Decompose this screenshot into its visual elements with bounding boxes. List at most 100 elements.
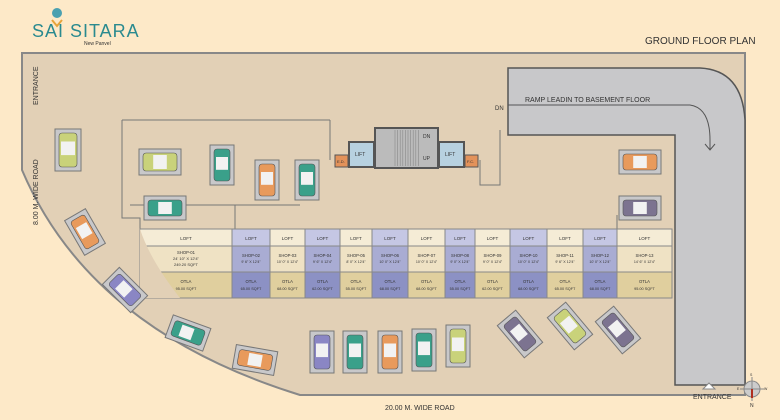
parking-bay — [209, 144, 235, 186]
parking-bay — [294, 159, 320, 201]
otla-area: 95.00 SQFT — [634, 287, 655, 291]
road-bottom-label: 20.00 M. WIDE ROAD — [385, 405, 455, 412]
otla — [371, 271, 409, 299]
fire-control — [464, 154, 479, 168]
otla — [304, 271, 341, 299]
shop-floor — [339, 245, 373, 273]
parking-bay — [618, 195, 662, 221]
parking-bay — [342, 330, 368, 374]
shop-size: 9' 0" X 12'4" — [483, 260, 503, 264]
entrance-arrow-icon — [701, 382, 717, 390]
otla-label: OTLA — [246, 279, 257, 284]
fc-label: F.C. — [467, 159, 474, 164]
shop-floor — [616, 245, 673, 273]
otla — [339, 271, 373, 299]
loft-label: LOFT — [523, 236, 535, 241]
ramp-arrow — [508, 104, 716, 151]
shop-name: SHOP-05 — [347, 253, 366, 258]
ramp — [507, 67, 746, 386]
shop-size: 10' 0" X 12'4" — [379, 260, 401, 264]
parking-bay — [377, 330, 403, 374]
loft-label: LOFT — [384, 236, 396, 241]
parking-bay — [618, 149, 662, 175]
shop-size: 10' 0" X 12'4" — [589, 260, 611, 264]
parking-bay — [309, 330, 335, 374]
star-icon — [51, 19, 63, 28]
shop-name: SHOP-12 — [591, 253, 610, 258]
compass-e: E — [737, 387, 740, 391]
shop-floor — [371, 245, 409, 273]
otla-label: OTLA — [181, 279, 192, 284]
shop-9: LOFT SHOP-09 9' 0" X 12'4" OTLA 62.00 SQFT — [474, 228, 511, 299]
otla-area: 68.00 SQFT — [518, 287, 539, 291]
stair-dn-label: DN — [423, 134, 431, 140]
otla-area: 65.00 SQFT — [555, 287, 576, 291]
otla-area: 68.00 SQFT — [380, 287, 401, 291]
loft-label: LOFT — [594, 236, 606, 241]
parking-bay — [254, 159, 280, 201]
loft-label: LOFT — [180, 236, 192, 241]
shop-name: SHOP-10 — [520, 253, 539, 258]
plan-title: GROUND FLOOR PLAN — [645, 36, 756, 47]
parking-bay — [138, 148, 182, 176]
otla-label: OTLA — [487, 279, 498, 284]
shop-size: 10' 0" X 12'4" — [518, 260, 540, 264]
otla — [474, 271, 511, 299]
otla-area: 62.00 SQFT — [482, 287, 503, 291]
shop-floor — [509, 245, 548, 273]
loft-label: LOFT — [245, 236, 257, 241]
shop-area: 249.20 SQFT — [174, 262, 199, 267]
shop-name: SHOP-03 — [279, 253, 298, 258]
otla — [444, 271, 476, 299]
shop-name: SHOP-02 — [242, 253, 261, 258]
globe-icon — [52, 8, 62, 18]
loft-label: LOFT — [487, 236, 499, 241]
shop-name: SHOP-09 — [484, 253, 503, 258]
parking — [54, 128, 662, 377]
otla-area: 65.00 SQFT — [241, 287, 262, 291]
otla-area: 68.00 SQFT — [590, 287, 611, 291]
lift-right — [438, 141, 465, 168]
shop-size: 9' 0" X 12'4" — [450, 260, 470, 264]
otla-area: 55.00 SQFT — [450, 287, 471, 291]
shop-size: 9' 6" X 12'4" — [313, 260, 333, 264]
compass-n: N — [750, 403, 754, 409]
loft-label: LOFT — [639, 236, 651, 241]
otla-label: OTLA — [639, 279, 650, 284]
otla-area: 95.00 SQFT — [176, 287, 197, 291]
shop-name: SHOP-08 — [451, 253, 470, 258]
loft-label: LOFT — [454, 236, 466, 241]
shop-floor — [231, 245, 271, 273]
otla — [407, 271, 446, 299]
shop-floor — [269, 245, 306, 273]
shop-name: SHOP-07 — [418, 253, 437, 258]
shop-size: 10' 0" X 12'4" — [277, 260, 299, 264]
otla-label: OTLA — [595, 279, 606, 284]
otla-area: 62.00 SQFT — [312, 287, 333, 291]
shop-size: 10' 0" X 12'4" — [416, 260, 438, 264]
parking-bay — [231, 343, 279, 377]
parking-bay — [143, 195, 187, 221]
otla-label: OTLA — [282, 279, 293, 284]
lift-left-label: LIFT — [355, 152, 365, 158]
lift-right-label: LIFT — [445, 152, 455, 158]
stair-up-label: UP — [423, 156, 431, 162]
otla — [231, 271, 271, 299]
otla-label: OTLA — [560, 279, 571, 284]
compass-icon: S E W N — [737, 373, 768, 409]
shop-floor — [582, 245, 618, 273]
loft-label: LOFT — [282, 236, 294, 241]
shop-floor — [546, 245, 584, 273]
loft-label: LOFT — [421, 236, 433, 241]
logo-name: SAI SITARA — [32, 21, 140, 41]
paving-curve — [140, 229, 180, 298]
compass-s: S — [750, 373, 753, 377]
otla-label: OTLA — [317, 279, 328, 284]
